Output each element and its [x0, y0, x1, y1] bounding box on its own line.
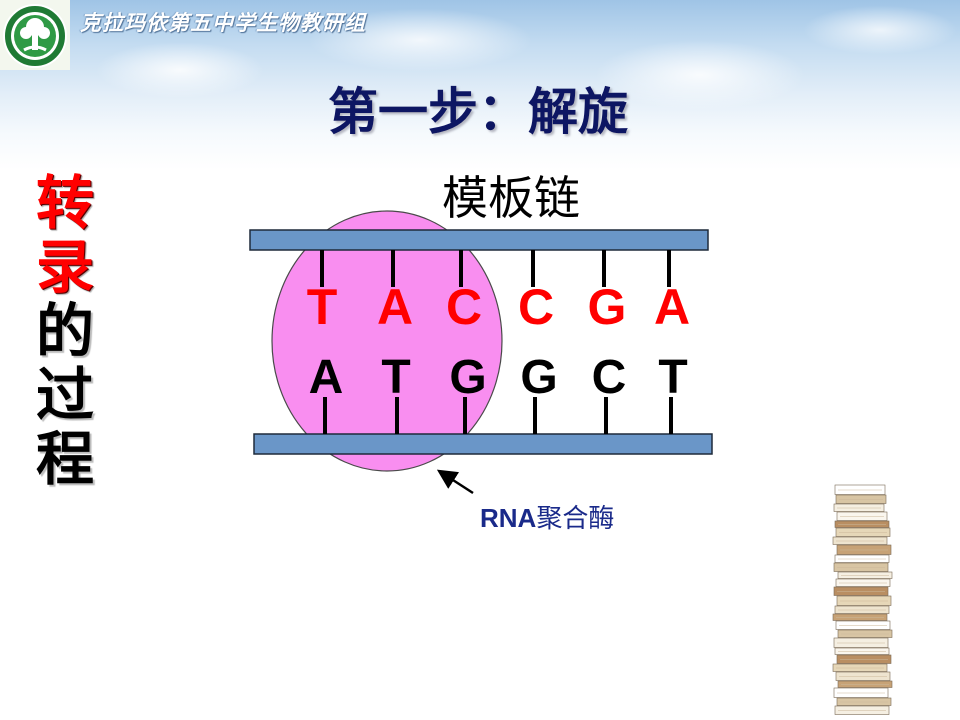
complement-base: A	[309, 351, 344, 404]
template-strand-label: 模板链	[442, 171, 580, 225]
enzyme-label-prefix: RNA	[480, 503, 537, 533]
complement-base: T	[381, 351, 410, 404]
template-base: A	[654, 279, 690, 335]
coding-strand	[253, 433, 713, 455]
complement-base: T	[658, 351, 687, 404]
enzyme-label-suffix: 聚合酶	[536, 504, 614, 534]
complement-base: C	[592, 351, 627, 404]
complement-base: G	[449, 351, 486, 404]
template-base: G	[588, 279, 627, 335]
rna-polymerase	[271, 210, 503, 472]
side-title-black: 的过程	[26, 300, 94, 492]
template-base: T	[307, 279, 338, 335]
org-name: 克拉玛依第五中学生物教研组	[80, 10, 366, 35]
side-title: 转录的过程	[26, 172, 94, 492]
complement-base: G	[520, 351, 557, 404]
school-logo	[0, 0, 70, 70]
template-base: C	[518, 279, 554, 335]
header-banner	[0, 0, 960, 170]
template-base-bonds	[320, 250, 671, 287]
template-strand	[249, 229, 709, 251]
template-base: C	[446, 279, 482, 335]
complement-base-bonds	[323, 397, 673, 434]
slide-title: 第一步：解旋	[328, 83, 628, 141]
enzyme-label: RNA聚合酶	[480, 503, 614, 534]
enzyme-pointer-arrow	[436, 469, 474, 495]
template-base: A	[377, 279, 413, 335]
side-title-red: 转录	[26, 172, 94, 300]
tree-icon	[3, 4, 67, 68]
book-stack	[832, 484, 893, 715]
